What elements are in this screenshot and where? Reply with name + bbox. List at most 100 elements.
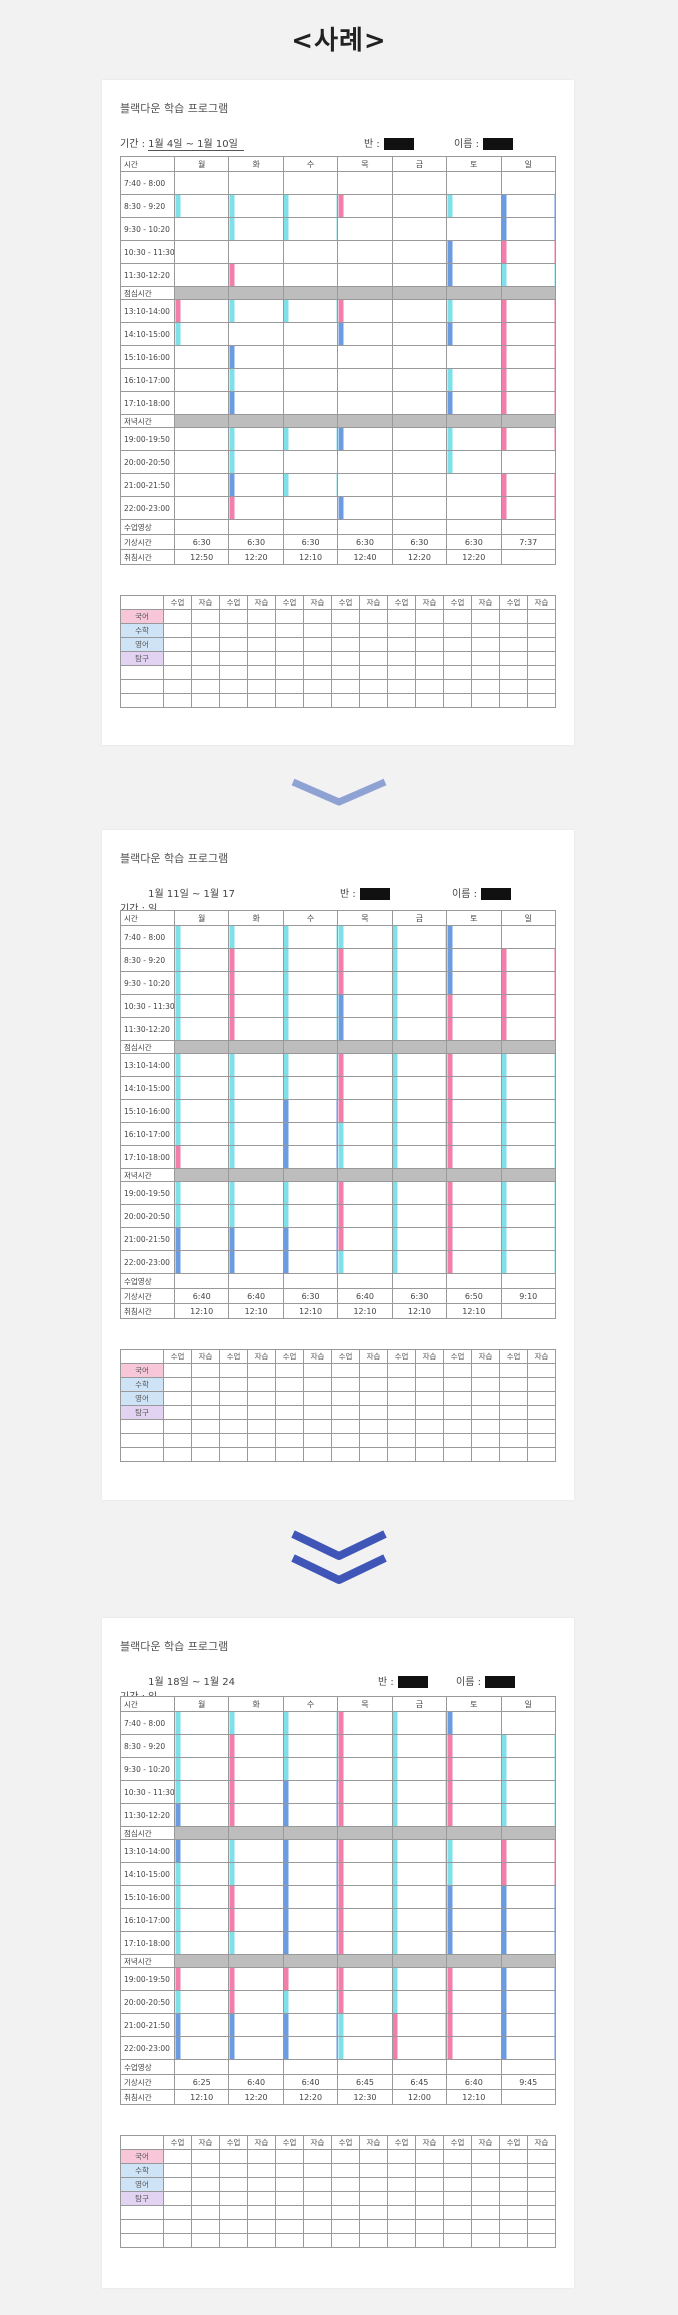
table-cell: 9:30 - 10:20 <box>120 1757 175 1781</box>
table-cell <box>173 1967 230 1991</box>
table-header-cell: 수업 <box>219 1349 248 1364</box>
table-cell <box>471 609 500 624</box>
table-cell <box>471 1433 500 1448</box>
table-cell <box>173 1181 230 1205</box>
table-cell <box>163 665 192 680</box>
table-cell <box>228 1122 284 1146</box>
table-cell <box>173 286 230 300</box>
table-cell <box>219 623 248 638</box>
chevron-down-icon <box>291 778 387 806</box>
table-cell <box>163 693 192 708</box>
table-cell <box>471 2219 500 2234</box>
table-cell <box>282 345 339 369</box>
table-cell <box>173 971 230 995</box>
table-cell <box>446 1757 502 1781</box>
table-cell <box>219 651 248 666</box>
table-cell <box>228 948 284 972</box>
table-cell <box>228 971 284 995</box>
table-cell <box>359 2177 388 2192</box>
table-row: 22:00-23:00 <box>120 2036 557 2060</box>
table-cell <box>391 1250 448 1274</box>
table-header-cell: 일 <box>500 1696 557 1712</box>
table-header-cell: 수업 <box>443 1349 472 1364</box>
table-cell <box>282 171 339 195</box>
table-cell <box>337 217 393 241</box>
table-cell <box>443 693 472 708</box>
table-row: 17:10-18:00 <box>120 1931 557 1955</box>
table-cell <box>173 322 230 346</box>
table-header-cell: 수업 <box>499 1349 528 1364</box>
table-cell <box>337 1931 393 1955</box>
table-cell <box>282 1204 339 1228</box>
table-cell <box>173 1076 230 1100</box>
table-cell <box>219 2205 248 2220</box>
table-cell <box>337 1017 393 1041</box>
table-cell <box>387 2233 416 2248</box>
table-cell <box>219 2191 248 2206</box>
table-cell: 12:20 <box>282 2089 339 2105</box>
table-cell <box>228 414 284 428</box>
table-cell: 12:10 <box>391 1303 448 1319</box>
table-cell <box>446 1780 502 1804</box>
table-cell <box>173 1711 230 1735</box>
table-cell <box>446 519 502 535</box>
table-cell: 6:40 <box>173 1288 230 1304</box>
table-cell <box>275 1405 304 1420</box>
table-cell <box>303 1377 332 1392</box>
table-row: 10:30 - 11:30 <box>120 1780 557 1804</box>
table-cell <box>446 450 502 474</box>
table-cell <box>387 2149 416 2164</box>
table-cell <box>500 2013 557 2037</box>
table-cell <box>337 1990 393 2014</box>
table-header-cell: 자습 <box>415 1349 444 1364</box>
table-cell <box>499 1363 528 1378</box>
table-cell <box>446 1168 502 1182</box>
table-cell <box>219 679 248 694</box>
table-cell: 9:30 - 10:20 <box>120 971 175 995</box>
table-cell <box>500 427 557 451</box>
table-cell <box>471 2163 500 2178</box>
table-cell <box>359 2191 388 2206</box>
table-cell <box>219 2233 248 2248</box>
table-cell <box>387 679 416 694</box>
table-cell: 저녁시간 <box>120 1168 175 1182</box>
table-header-cell: 수업 <box>219 595 248 610</box>
table-cell <box>282 1780 339 1804</box>
table-cell <box>446 391 502 415</box>
table-cell <box>391 2059 448 2075</box>
table-cell <box>163 1447 192 1462</box>
table-cell <box>247 2191 276 2206</box>
table-cell <box>391 345 448 369</box>
table-row: 수업영상 <box>120 2059 557 2075</box>
table-row: 국어 <box>120 1363 556 1378</box>
table-cell <box>228 194 284 218</box>
table-cell <box>391 263 448 287</box>
table-cell <box>191 1433 220 1448</box>
table-cell <box>337 1204 393 1228</box>
table-header-cell: 자습 <box>471 1349 500 1364</box>
table-row: 17:10-18:00 <box>120 391 557 415</box>
table-cell: 탐구 <box>120 2191 164 2206</box>
table-cell <box>500 1273 557 1289</box>
table-cell <box>173 414 230 428</box>
table-cell <box>282 1839 339 1863</box>
table-cell <box>391 1780 448 1804</box>
table-cell <box>337 1053 393 1077</box>
table-cell <box>247 637 276 652</box>
table-cell <box>173 345 230 369</box>
table-cell <box>446 1954 502 1968</box>
table-cell <box>500 1181 557 1205</box>
table-cell: 11:30-12:20 <box>120 263 175 287</box>
table-cell <box>191 2177 220 2192</box>
table-cell <box>446 1885 502 1909</box>
table-cell <box>228 1967 284 1991</box>
table-cell <box>391 1181 448 1205</box>
table-cell <box>228 1862 284 1886</box>
table-cell <box>446 1711 502 1735</box>
table-cell <box>499 1447 528 1462</box>
table-row: 저녁시간 <box>120 414 557 428</box>
table-cell <box>443 637 472 652</box>
table-cell: 11:30-12:20 <box>120 1017 175 1041</box>
table-cell <box>391 1099 448 1123</box>
table-cell <box>337 2013 393 2037</box>
